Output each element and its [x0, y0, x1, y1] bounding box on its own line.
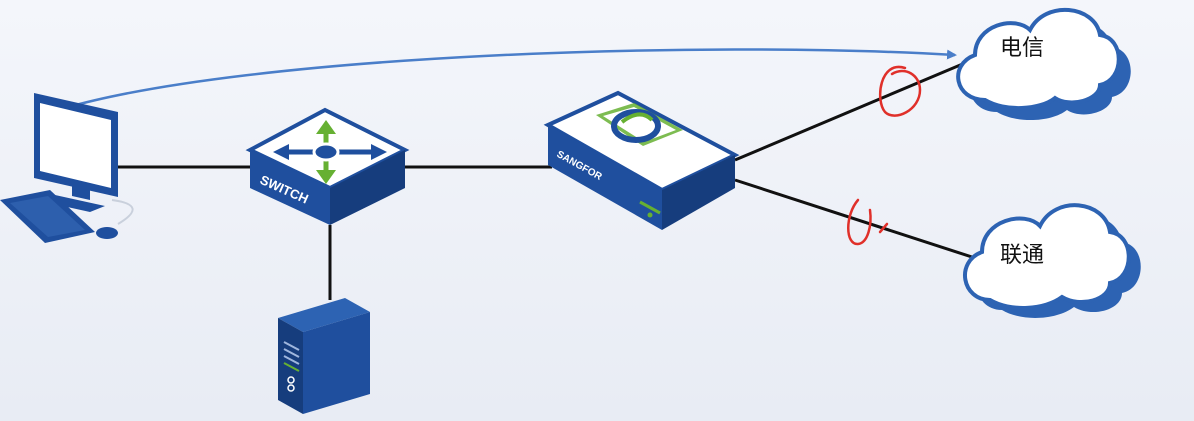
switch-icon: SWITCH: [245, 107, 410, 225]
annotation-u-mark: [847, 198, 872, 246]
telecom-cloud-icon: 电信: [956, 7, 1131, 121]
annotation-circle-mark: [878, 65, 922, 117]
annotation-tick-mark: [878, 222, 889, 234]
telecom-cloud-label: 电信: [1000, 36, 1044, 61]
unicom-cloud-icon: 联通: [963, 203, 1141, 318]
unicom-cloud-label: 联通: [1000, 243, 1044, 268]
pc-icon: [0, 93, 134, 243]
link-firewall-unicom: [734, 178, 976, 260]
sangfor-firewall-icon: SANGFOR: [543, 90, 740, 230]
server-icon: [278, 298, 370, 414]
links: [118, 61, 976, 300]
traffic-flow-arrow: [64, 48, 957, 110]
link-firewall-telecom: [734, 61, 966, 162]
handwritten-annotations: [847, 65, 922, 246]
